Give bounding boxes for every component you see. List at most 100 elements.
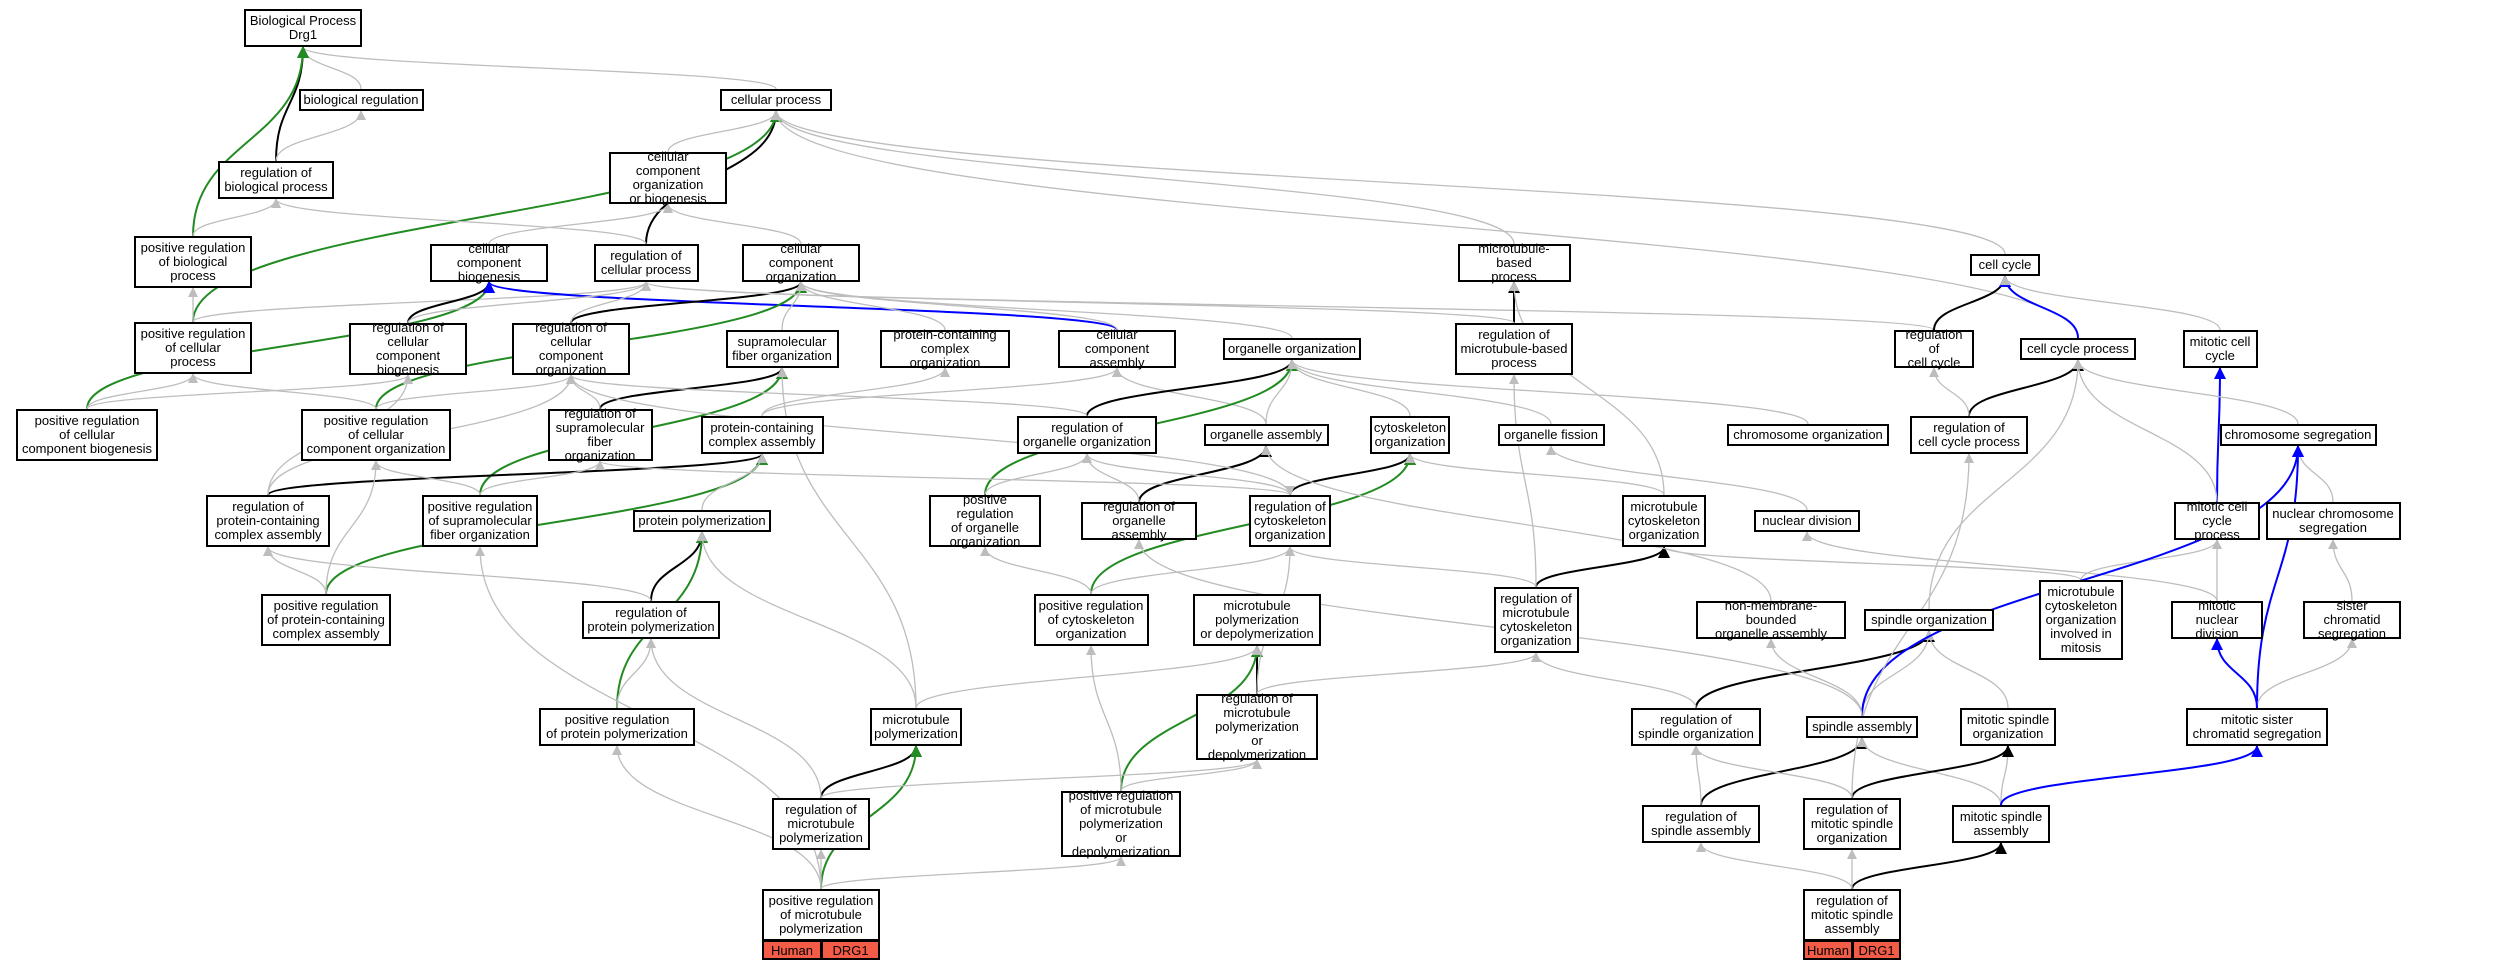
go-term-node[interactable]: positive regulation of microtubule polym… xyxy=(762,889,880,941)
edge-is-a xyxy=(1256,652,1541,695)
go-term-node[interactable]: sister chromatid segregation xyxy=(2303,599,2401,641)
edge-is-a xyxy=(1285,546,1537,588)
go-term-node[interactable]: regulation of microtubule-based process xyxy=(1455,323,1573,375)
edge-positively-regulates xyxy=(1120,645,1263,792)
go-term-node[interactable]: regulation of cellular component biogene… xyxy=(349,321,467,377)
go-term-node[interactable]: protein-containing complex assembly xyxy=(700,416,824,454)
go-term-node[interactable]: cytoskeleton organization xyxy=(1370,416,1450,454)
go-term-node[interactable]: regulation of mitotic spindle organizati… xyxy=(1803,798,1901,850)
go-term-node[interactable]: positive regulation of protein-containin… xyxy=(261,594,391,646)
edge-is-a xyxy=(820,856,1126,890)
edge-is-a xyxy=(192,198,281,237)
go-term-node[interactable]: mitotic cell cycle xyxy=(2182,330,2258,368)
go-term-node[interactable]: cellular component organization xyxy=(742,242,860,284)
edge-part-of xyxy=(1933,275,2011,331)
go-term-node[interactable]: Biological Process Drg1 xyxy=(244,9,362,47)
go-term-node[interactable]: cell cycle process xyxy=(2020,338,2136,360)
go-term-node[interactable]: positive regulation of cellular componen… xyxy=(301,409,451,461)
edge-is-a xyxy=(1120,759,1262,792)
edge-is-a xyxy=(1265,359,1297,425)
edge-is-a xyxy=(641,281,1935,331)
go-term-node[interactable]: mitotic cell cycle process xyxy=(2174,500,2260,542)
go-term-node[interactable]: positive regulation of protein polymeriz… xyxy=(539,708,695,746)
go-term-node[interactable]: mitotic sister chromatid segregation xyxy=(2186,708,2328,746)
go-term-node[interactable]: mitotic spindle organization xyxy=(1960,708,2056,746)
go-term-node[interactable]: mitotic spindle assembly xyxy=(1952,805,2050,843)
go-term-node[interactable]: regulation of microtubule polymerization xyxy=(772,798,870,850)
go-term-node[interactable]: regulation of protein polymerization xyxy=(582,601,720,639)
go-term-node[interactable]: cellular component assembly xyxy=(1058,328,1176,370)
go-term-node[interactable]: positive regulation of microtubule polym… xyxy=(1061,789,1181,859)
edge-is-a xyxy=(407,281,651,324)
go-term-node[interactable]: positive regulation of organelle organiz… xyxy=(929,493,1041,549)
go-term-node[interactable]: cellular component organization or bioge… xyxy=(609,150,727,206)
go-term-node[interactable]: microtubule polymerization xyxy=(870,708,962,746)
edge-is-a xyxy=(1861,630,1934,717)
edge-is-a xyxy=(2000,275,2221,331)
go-term-node[interactable]: regulation of protein-containing complex… xyxy=(206,495,330,547)
go-term-node[interactable]: microtubule cytoskeleton organization xyxy=(1622,495,1706,547)
go-term-node[interactable]: regulation of mitotic spindle assembly xyxy=(1803,889,1901,941)
edge-is-a xyxy=(298,46,362,90)
edge-is-a xyxy=(641,281,1515,324)
go-term-node[interactable]: organelle assembly xyxy=(1203,424,1329,446)
go-term-node[interactable]: nuclear division xyxy=(1754,510,1860,532)
go-term-node[interactable]: biological regulation xyxy=(298,89,424,111)
edge-is-a xyxy=(271,198,647,245)
go-term-node[interactable]: organelle organization xyxy=(1223,338,1361,360)
go-term-node[interactable]: cellular component biogenesis xyxy=(430,242,548,284)
go-term-node[interactable]: chromosome organization xyxy=(1727,424,1889,446)
go-term-node[interactable]: positive regulation of cytoskeleton orga… xyxy=(1033,594,1149,646)
go-term-node[interactable]: microtubule cytoskeleton organization in… xyxy=(2039,580,2123,660)
go-term-node[interactable]: regulation of organelle organization xyxy=(1017,416,1157,454)
edge-is-a xyxy=(771,110,2079,339)
go-term-node[interactable]: spindle assembly xyxy=(1806,716,1918,738)
edge-is-a xyxy=(663,203,802,245)
go-term-node[interactable]: regulation of microtubule cytoskeleton o… xyxy=(1493,587,1579,653)
edge-is-a xyxy=(599,460,1295,496)
go-term-node[interactable]: positive regulation of supramolecular fi… xyxy=(422,495,538,547)
edge-positively-regulates xyxy=(192,46,309,237)
go-term-node[interactable]: regulation of cellular component organiz… xyxy=(512,321,630,377)
go-term-node[interactable]: regulation of cellular process xyxy=(593,244,699,282)
edge-is-a xyxy=(1929,367,1970,417)
edge-part-of xyxy=(267,453,768,496)
go-term-node[interactable]: regulation of spindle assembly xyxy=(1642,805,1760,843)
go-term-node[interactable]: non-membrane-bounded organelle assembly xyxy=(1696,599,1846,641)
go-term-node[interactable]: mitotic nuclear division xyxy=(2171,599,2263,641)
edge-is-a xyxy=(1090,546,1295,595)
go-term-node[interactable]: regulation of supramolecular fiber organ… xyxy=(547,407,653,463)
go-term-node[interactable]: regulation of cytoskeleton organization xyxy=(1249,495,1331,547)
edge-is-a xyxy=(325,460,381,595)
go-term-node[interactable]: microtubule-based process xyxy=(1457,242,1571,284)
go-term-node[interactable]: regulation of spindle organization xyxy=(1631,708,1761,746)
edge-is-a xyxy=(761,367,950,417)
go-term-node[interactable]: chromosome segregation xyxy=(2219,424,2377,446)
go-term-node[interactable]: regulation of organelle assembly xyxy=(1081,500,1197,542)
edge-is-a xyxy=(1261,445,1772,602)
edge-is-a xyxy=(1086,645,1122,792)
edge-is-a xyxy=(2293,445,2334,503)
go-term-node[interactable]: nuclear chromosome segregation xyxy=(2265,502,2401,540)
go-term-node[interactable]: positive regulation of cellular componen… xyxy=(16,409,158,461)
edge-is-a xyxy=(1082,453,1291,496)
go-term-node[interactable]: regulation of microtubule polymerization… xyxy=(1196,692,1318,762)
go-term-node[interactable]: protein-containing complex organization xyxy=(880,328,1010,370)
edge-is-a xyxy=(1531,652,1697,709)
edge-is-a xyxy=(1766,638,1863,717)
go-term-node[interactable]: organelle fission xyxy=(1497,424,1605,446)
go-term-node[interactable]: regulation of cell cycle process xyxy=(1910,416,2028,454)
go-term-node[interactable]: positive regulation of biological proces… xyxy=(134,236,252,288)
edge-is-a xyxy=(1928,359,2083,610)
go-term-node[interactable]: cell cycle xyxy=(1970,254,2040,276)
go-term-node[interactable]: supramolecular fiber organization xyxy=(725,330,839,368)
go-term-node[interactable]: regulation of cell cycle xyxy=(1894,328,1974,370)
edge-is-a xyxy=(2256,638,2357,709)
go-term-node[interactable]: positive regulation of cellular process xyxy=(134,322,252,374)
go-term-node[interactable]: protein polymerization xyxy=(633,510,771,532)
go-term-node[interactable]: spindle organization xyxy=(1864,609,1994,631)
go-term-node[interactable]: microtubule polymerization or depolymeri… xyxy=(1193,594,1321,646)
go-term-node[interactable]: regulation of biological process xyxy=(218,161,334,199)
go-term-node[interactable]: cellular process xyxy=(720,89,832,111)
edge-part-of xyxy=(1968,359,2084,417)
